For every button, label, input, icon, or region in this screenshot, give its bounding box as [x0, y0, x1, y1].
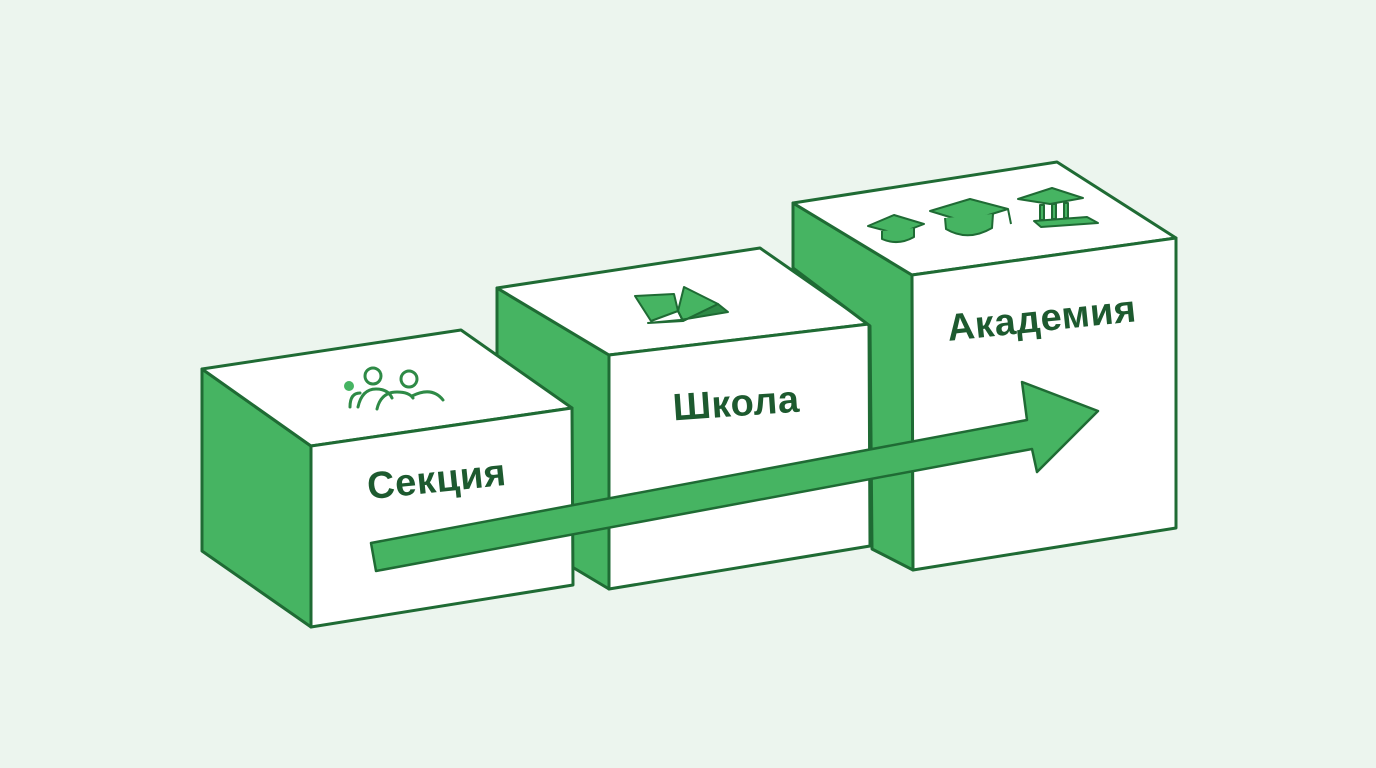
block-sekciya-front-face	[309, 406, 575, 629]
block-shkola-label: Школа	[671, 379, 801, 430]
open-book-icon	[634, 286, 729, 324]
people-group-icon	[344, 366, 445, 411]
graduation-caps-and-institution-icon	[867, 187, 1099, 243]
progress-arrow	[369, 380, 1100, 573]
block-sekciya	[200, 328, 575, 629]
